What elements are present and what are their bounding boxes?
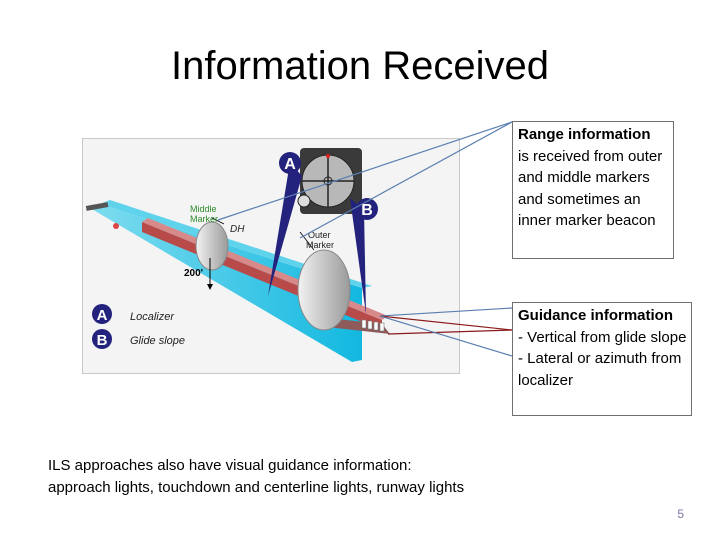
altitude-label: 200' — [184, 268, 203, 279]
visual-guidance-note: ILS approaches also have visual guidance… — [48, 455, 608, 498]
middle-marker-label-1: Middle — [190, 204, 217, 214]
legend-a-text: Localizer — [130, 311, 175, 323]
guidance-info-callout: Guidance information - Vertical from gli… — [512, 302, 692, 416]
ils-illustration: A B Middle Marker DH Outer Marker 200' A… — [82, 138, 460, 374]
legend-b-text: Glide slope — [130, 335, 185, 347]
diagram-legend: A Localizer B Glide slope — [92, 304, 185, 349]
slide-number: 5 — [677, 507, 684, 521]
badge-b-letter: B — [361, 202, 373, 219]
range-leader-to-outer — [299, 121, 513, 239]
outer-marker-leader — [299, 231, 315, 251]
guidance-info-heading: Guidance information — [518, 307, 674, 324]
outer-marker-label-2: Marker — [306, 240, 334, 250]
badge-a-icon — [279, 152, 301, 174]
approach-lights — [361, 319, 385, 332]
guidance-info-vertical: - Vertical from glide slope — [518, 328, 687, 346]
legend-b-letter: B — [97, 332, 108, 349]
aircraft-icon — [85, 202, 119, 229]
guidance-leader-blue — [379, 307, 513, 317]
glide-slope-pointer — [350, 198, 366, 314]
badge-b-icon — [356, 198, 378, 220]
altitude-arrow-icon — [207, 284, 213, 290]
ils-diagram: A B Middle Marker DH Outer Marker 200' A… — [82, 138, 460, 374]
range-leader-to-middle — [217, 121, 513, 221]
legend-a-letter: A — [97, 307, 108, 324]
middle-marker-leader — [211, 217, 225, 225]
footnote-line-1: ILS approaches also have visual guidance… — [48, 457, 412, 474]
outer-marker-label-1: Outer — [308, 230, 331, 240]
range-info-heading: Range information — [518, 126, 651, 143]
ils-indicator-icon — [297, 148, 362, 214]
footnote-line-2: approach lights, touchdown and centerlin… — [48, 478, 465, 496]
legend-a-icon — [92, 304, 112, 324]
guidance-leader-blue-2 — [379, 315, 513, 357]
badge-a-letter: A — [284, 156, 296, 173]
localizer-pointer — [268, 162, 302, 296]
guidance-leader-red-2 — [387, 329, 513, 335]
slide-title: Information Received — [171, 44, 549, 88]
range-info-body: is received from outer and middle marker… — [518, 147, 663, 230]
middle-marker-lobe — [195, 221, 229, 271]
range-info-callout: Range information is received from outer… — [512, 121, 674, 259]
outer-marker-lobe — [297, 249, 351, 331]
localizer-beam — [90, 204, 362, 362]
legend-b-icon — [92, 329, 112, 349]
guidance-info-lateral: - Lateral or azimuth from localizer — [518, 350, 682, 389]
dh-label: DH — [230, 224, 245, 235]
guidance-leader-red-1 — [379, 315, 513, 331]
middle-marker-label-2: Marker — [190, 214, 218, 224]
